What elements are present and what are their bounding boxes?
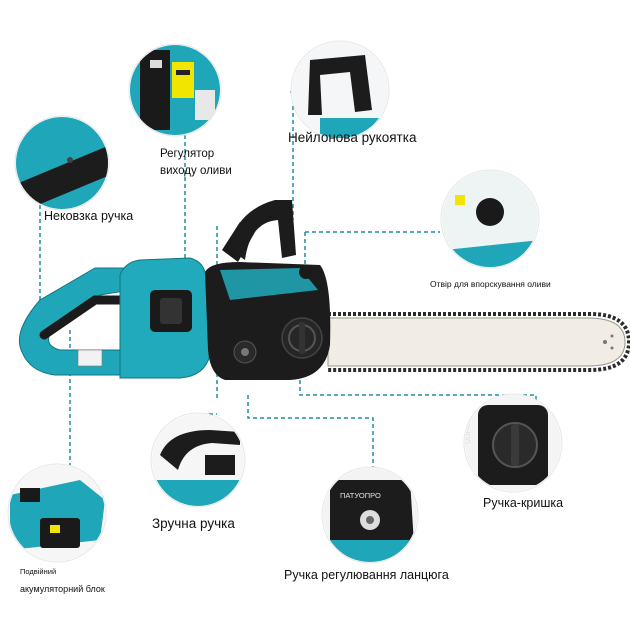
label-battery-line1: Подвійний bbox=[20, 567, 57, 576]
label-oil-regulator: Регулятор виходу оливи bbox=[160, 146, 232, 180]
label-chain-adjust-knob: Ручка регулювання ланцюга bbox=[284, 568, 449, 582]
label-nylon-handle: Нейлонова рукоятка bbox=[288, 130, 417, 145]
chain-knob-icon: ПАТУОПРО bbox=[321, 466, 419, 564]
guide-bar bbox=[327, 317, 626, 367]
battery-icon bbox=[7, 463, 107, 563]
cover-knob-icon: UOPRO bbox=[463, 393, 563, 493]
chainsaw-illustration bbox=[18, 200, 630, 380]
label-cover-handle: Ручка-кришка bbox=[483, 496, 564, 510]
nonslip-handle-icon bbox=[14, 115, 110, 211]
nylon-handle-icon bbox=[290, 40, 390, 140]
rear-handle bbox=[18, 267, 131, 376]
top-handle bbox=[228, 200, 296, 260]
oil-cap-icon bbox=[440, 169, 540, 269]
svg-text:ПАТУОПРО: ПАТУОПРО bbox=[340, 491, 381, 500]
label-handy-handle: Зручна ручка bbox=[152, 516, 235, 531]
label-oil-regulator-line1: Регулятор bbox=[160, 148, 215, 160]
saw-chain bbox=[328, 312, 630, 372]
label-oil-regulator-line2: виходу оливи bbox=[160, 165, 232, 177]
label-battery-line2: акумуляторний блок bbox=[20, 584, 105, 594]
oil-cap bbox=[299, 265, 313, 279]
svg-text:UOPRO: UOPRO bbox=[465, 418, 472, 444]
oil-regulator-icon bbox=[128, 43, 222, 137]
label-oil-hole: Отвір для впорскування оливи bbox=[430, 279, 551, 289]
label-non-slip-handle: Нековзка ручка bbox=[44, 209, 134, 223]
handy-handle-icon bbox=[150, 412, 246, 508]
